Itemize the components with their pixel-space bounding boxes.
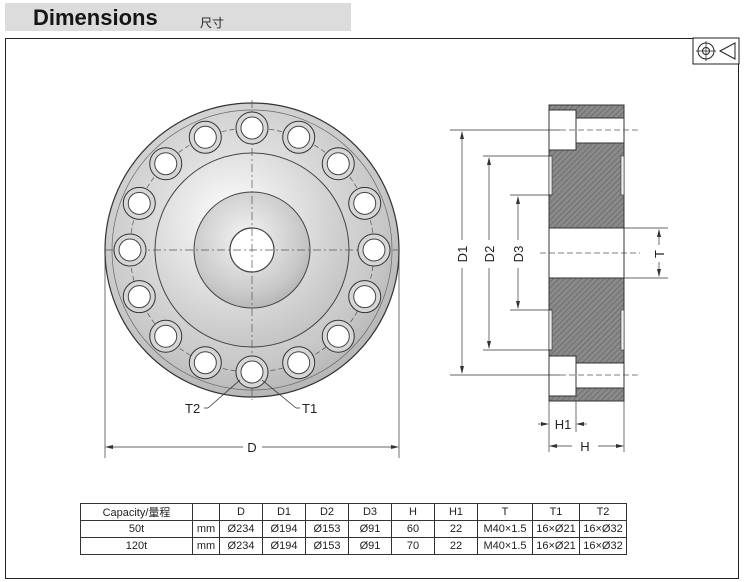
cell: mm xyxy=(192,537,220,555)
header-cell: H xyxy=(391,503,435,521)
cell: Ø234 xyxy=(219,520,263,538)
section-header: Dimensions 尺寸 xyxy=(5,3,351,31)
dimension-arrows xyxy=(460,131,661,448)
drawing-frame xyxy=(5,38,739,579)
bolt-hole xyxy=(235,355,269,389)
cell: Ø91 xyxy=(348,520,392,538)
dim-label-D1: D1 xyxy=(455,246,470,263)
bolt-hole xyxy=(282,120,316,154)
cell: 60 xyxy=(391,520,435,538)
cell: Ø153 xyxy=(305,537,349,555)
dim-label-T1: T1 xyxy=(302,401,317,416)
side-section-view xyxy=(540,104,640,402)
bolt-hole xyxy=(357,233,391,267)
specification-table: Capacity/量程 D D1 D2 D3 H H1 T T1 T2 50t … xyxy=(80,503,627,555)
bolt-hole xyxy=(348,186,382,220)
dim-label-T2: T2 xyxy=(185,401,200,416)
bolt-hole xyxy=(149,147,183,181)
cell: 16×Ø32 xyxy=(579,537,627,555)
cell: M40×1.5 xyxy=(477,520,533,538)
cell: 22 xyxy=(434,520,478,538)
cell: 70 xyxy=(391,537,435,555)
cell: M40×1.5 xyxy=(477,537,533,555)
table-row: 50t mm Ø234 Ø194 Ø153 Ø91 60 22 M40×1.5 … xyxy=(80,520,627,538)
cell: mm xyxy=(192,520,220,538)
header-cell: T1 xyxy=(532,503,580,521)
dim-label-D2: D2 xyxy=(482,246,497,263)
section-title: Dimensions xyxy=(33,5,158,30)
header-cell: Capacity/量程 xyxy=(80,503,193,521)
header-cell: D xyxy=(219,503,263,521)
cell: Ø194 xyxy=(262,520,306,538)
cell: Ø234 xyxy=(219,537,263,555)
dim-label-D: D xyxy=(247,440,256,455)
cell: 22 xyxy=(434,537,478,555)
dim-label-D3: D3 xyxy=(511,246,526,263)
cell: Ø194 xyxy=(262,537,306,555)
bolt-hole xyxy=(113,233,147,267)
dim-label-H1: H1 xyxy=(555,417,572,432)
header-cell: H1 xyxy=(434,503,478,521)
bolt-hole xyxy=(122,280,156,314)
bolt-hole xyxy=(122,186,156,220)
table-header-row: Capacity/量程 D D1 D2 D3 H H1 T T1 T2 xyxy=(80,503,627,521)
bolt-hole xyxy=(188,346,222,380)
bolt-hole xyxy=(282,346,316,380)
table-row: 120t mm Ø234 Ø194 Ø153 Ø91 70 22 M40×1.5… xyxy=(80,537,627,555)
bolt-hole xyxy=(188,120,222,154)
cell: 16×Ø32 xyxy=(579,520,627,538)
header-cell xyxy=(192,503,220,521)
bolt-hole xyxy=(235,111,269,145)
header-cell: T xyxy=(477,503,533,521)
front-dimensions: D T2 T1 xyxy=(104,255,400,458)
cell: Ø91 xyxy=(348,537,392,555)
bolt-hole xyxy=(149,319,183,353)
section-subtitle: 尺寸 xyxy=(200,16,225,30)
cell: 50t xyxy=(80,520,193,538)
bolt-hole xyxy=(348,280,382,314)
header-cell: T2 xyxy=(579,503,627,521)
dim-label-H: H xyxy=(580,439,589,454)
header-cell: D3 xyxy=(348,503,392,521)
cell: 16×Ø21 xyxy=(532,537,580,555)
dim-label-T: T xyxy=(652,250,667,258)
front-view xyxy=(104,100,400,400)
bolt-hole xyxy=(321,147,355,181)
cell: Ø153 xyxy=(305,520,349,538)
first-angle-projection-icon xyxy=(692,37,740,65)
cell: 120t xyxy=(80,537,193,555)
header-cell: D2 xyxy=(305,503,349,521)
header-cell: D1 xyxy=(262,503,306,521)
bolt-hole xyxy=(321,319,355,353)
cell: 16×Ø21 xyxy=(532,520,580,538)
